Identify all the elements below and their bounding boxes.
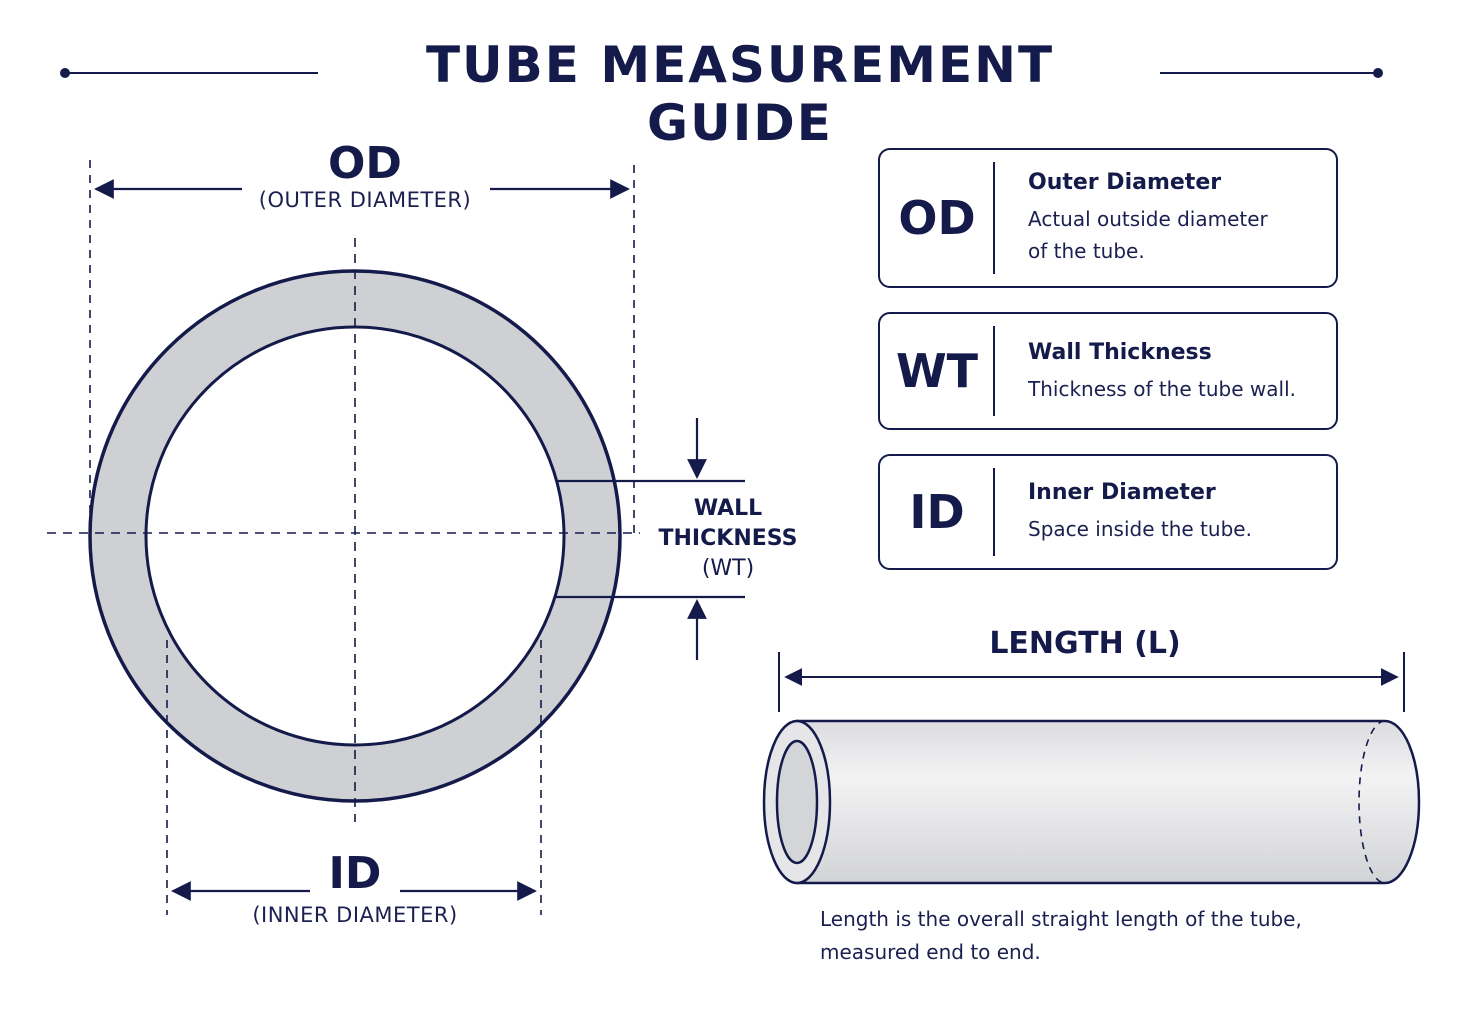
legend-desc-line: Space inside the tube.	[1028, 517, 1252, 541]
centerlines	[47, 238, 640, 822]
wt-label-line2: THICKNESS	[658, 526, 798, 551]
wt-label-line3: (WT)	[701, 556, 755, 581]
legend-card-od: OD Outer Diameter Actual outside diamete…	[878, 148, 1338, 288]
wt-label: WALL THICKNESS (WT)	[648, 494, 808, 584]
legend-text: Wall Thickness Thickness of the tube wal…	[1028, 340, 1320, 405]
legend-desc-line: Thickness of the tube wall.	[1028, 377, 1296, 401]
legend-desc-line: of the tube.	[1028, 239, 1145, 263]
id-label: ID	[328, 848, 382, 899]
legend-text: Inner Diameter Space inside the tube.	[1028, 480, 1320, 545]
od-label: OD	[328, 138, 402, 189]
legend-divider	[993, 162, 995, 274]
title-rule-right	[1160, 68, 1383, 78]
legend-desc: Thickness of the tube wall.	[1028, 373, 1320, 405]
legend-name: Inner Diameter	[1028, 480, 1216, 505]
length-label: LENGTH (L)	[989, 626, 1181, 661]
legend-abbr: WT	[895, 344, 979, 398]
legend-desc: Space inside the tube.	[1028, 513, 1320, 545]
legend-abbr: ID	[909, 485, 965, 539]
wt-label-line1: WALL	[693, 496, 763, 521]
id-extension-lines	[166, 640, 542, 915]
legend-desc-line: Actual outside diameter	[1028, 207, 1268, 231]
legend-divider	[993, 326, 995, 416]
legend-desc: Actual outside diameter of the tube.	[1028, 203, 1320, 267]
wall-thickness-callout	[556, 418, 745, 660]
legend-name: Outer Diameter	[1028, 170, 1222, 195]
od-sub-label: (OUTER DIAMETER)	[258, 188, 472, 212]
legend-abbr: OD	[898, 191, 976, 245]
length-caption: Length is the overall straight length of…	[820, 903, 1380, 969]
id-sub-label: (INNER DIAMETER)	[252, 903, 458, 927]
length-dimension	[778, 652, 1405, 712]
tube-side-view	[762, 719, 1421, 885]
legend-card-id: ID Inner Diameter Space inside the tube.	[878, 454, 1338, 570]
title-rule-left	[60, 68, 318, 78]
page-title: TUBE MEASUREMENT GUIDE	[425, 36, 1055, 152]
tube-body	[795, 719, 1421, 885]
length-caption-line2: measured end to end.	[820, 940, 1041, 964]
legend-divider	[993, 468, 995, 556]
legend-name: Wall Thickness	[1028, 340, 1212, 365]
tube-near-end-bore	[775, 739, 819, 865]
length-caption-line1: Length is the overall straight length of…	[820, 907, 1302, 931]
legend-text: Outer Diameter Actual outside diameter o…	[1028, 170, 1320, 267]
od-extension-lines	[89, 160, 635, 535]
tube-far-end-hidden	[1358, 720, 1386, 884]
legend-card-wt: WT Wall Thickness Thickness of the tube …	[878, 312, 1338, 430]
